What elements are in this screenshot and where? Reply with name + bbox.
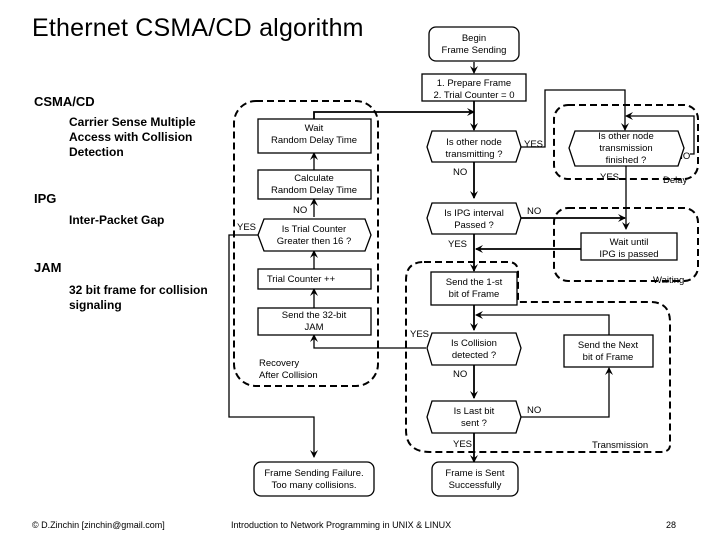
edge-label-no: NO — [527, 405, 541, 416]
node-text: Calculate — [294, 173, 334, 184]
node-text: Is Collision — [451, 338, 497, 349]
edge-label-no: NO — [453, 167, 467, 178]
footer-course: Introduction to Network Programming in U… — [231, 520, 452, 530]
node-text: Is Last bit — [454, 406, 495, 417]
node-text: detected ? — [452, 350, 496, 361]
node-text: Send the 32-bit — [282, 310, 347, 321]
node-text: Random Delay Time — [271, 185, 357, 196]
node-text: Is IPG interval — [444, 208, 504, 219]
region-label-waiting: Waiting — [653, 275, 684, 286]
node-send-jam — [257, 307, 372, 336]
glossary-definition-ipg: Inter-Packet Gap — [69, 213, 164, 228]
node-text: transmitting ? — [445, 149, 502, 160]
node-last-bit-sent — [426, 400, 522, 434]
node-text: Greater then 16 ? — [277, 236, 351, 247]
definition-line: Access with Collision — [69, 130, 193, 144]
region-label-delay: Delay — [663, 175, 688, 186]
node-wait-random — [257, 118, 372, 154]
edge-label-no: NO — [293, 205, 307, 216]
node-text: Begin — [462, 33, 486, 44]
node-text: Frame Sending Failure. — [264, 468, 363, 479]
node-text: IPG is passed — [599, 249, 658, 260]
region-recovery — [233, 100, 379, 387]
edge-label-no: NO — [527, 206, 541, 217]
node-text: Send the Next — [578, 340, 639, 351]
node-text: Wait — [305, 123, 324, 134]
node-text: Wait until — [610, 237, 649, 248]
node-failure — [253, 461, 375, 497]
edge-label-yes: YES — [600, 172, 619, 183]
region-label-recovery-1: Recovery — [259, 358, 299, 369]
node-text: bit of Frame — [583, 352, 634, 363]
edge-label-no: NO — [453, 369, 467, 380]
node-transmission-finished — [568, 130, 685, 167]
node-ipg-passed — [426, 202, 522, 235]
node-trial-inc — [257, 268, 372, 290]
node-text: 2. Trial Counter = 0 — [433, 90, 514, 101]
node-text: JAM — [305, 322, 324, 333]
node-other-transmitting — [426, 130, 522, 163]
node-trial-gt-16 — [257, 218, 372, 252]
definition-line: Inter-Packet Gap — [69, 213, 165, 227]
node-text: Frame is Sent — [445, 468, 504, 479]
node-text: Is other node — [598, 131, 653, 142]
node-begin — [428, 26, 520, 62]
node-text: Is Trial Counter — [282, 224, 346, 235]
definition-line: 32 bit frame for collision — [69, 283, 208, 297]
node-wait-ipg — [580, 232, 678, 261]
slide-title: Ethernet CSMA/CD algorithm — [32, 14, 364, 42]
glossary-term-csmacd: CSMA/CD — [34, 94, 95, 109]
glossary-term-ipg: IPG — [34, 191, 57, 206]
footer-author: © D.Zinchin [zinchin@gmail.com] — [32, 520, 165, 530]
definition-line: Carrier Sense Multiple — [69, 115, 196, 129]
node-text: sent ? — [461, 418, 487, 429]
node-text: 1. Prepare Frame — [437, 78, 511, 89]
region-transmission — [405, 261, 671, 453]
node-text: Random Delay Time — [271, 135, 357, 146]
edge-label-yes: YES — [410, 329, 429, 340]
node-text: Trial Counter ++ — [267, 274, 336, 285]
node-collision-detected — [426, 332, 522, 366]
node-text: Is other node — [446, 137, 501, 148]
node-text: Too many collisions. — [271, 480, 356, 491]
node-text: transmission — [599, 143, 652, 154]
edge-label-yes: YES — [453, 439, 472, 450]
node-text: finished ? — [606, 155, 647, 166]
footer-page-number: 28 — [666, 520, 677, 530]
node-prepare — [421, 73, 527, 102]
definition-line: signaling — [69, 298, 122, 312]
node-calc-random — [257, 169, 372, 200]
glossary-term-jam: JAM — [34, 260, 62, 275]
node-send-first-bit — [430, 271, 518, 306]
edge-label-yes: YES — [524, 139, 543, 150]
edge-label-yes: YES — [448, 239, 467, 250]
edge-label-yes: YES — [237, 222, 256, 233]
glossary-definition-csmacd: Carrier Sense Multiple Access with Colli… — [69, 115, 196, 160]
region-label-transmission: Transmission — [592, 440, 648, 451]
node-text: bit of Frame — [449, 289, 500, 300]
node-text: Send the 1-st — [446, 277, 503, 288]
region-delay — [553, 104, 699, 180]
region-label-recovery-2: After Collision — [259, 370, 318, 381]
edge-label-no: NO — [676, 151, 690, 162]
glossary-definition-jam: 32 bit frame for collision signaling — [69, 283, 208, 313]
node-send-next-bit — [563, 334, 654, 368]
node-frame-sent — [431, 461, 519, 497]
definition-line: Detection — [69, 145, 124, 159]
node-text: Frame Sending — [442, 45, 507, 56]
node-text: Successfully — [449, 480, 502, 491]
node-text: Passed ? — [454, 220, 494, 231]
